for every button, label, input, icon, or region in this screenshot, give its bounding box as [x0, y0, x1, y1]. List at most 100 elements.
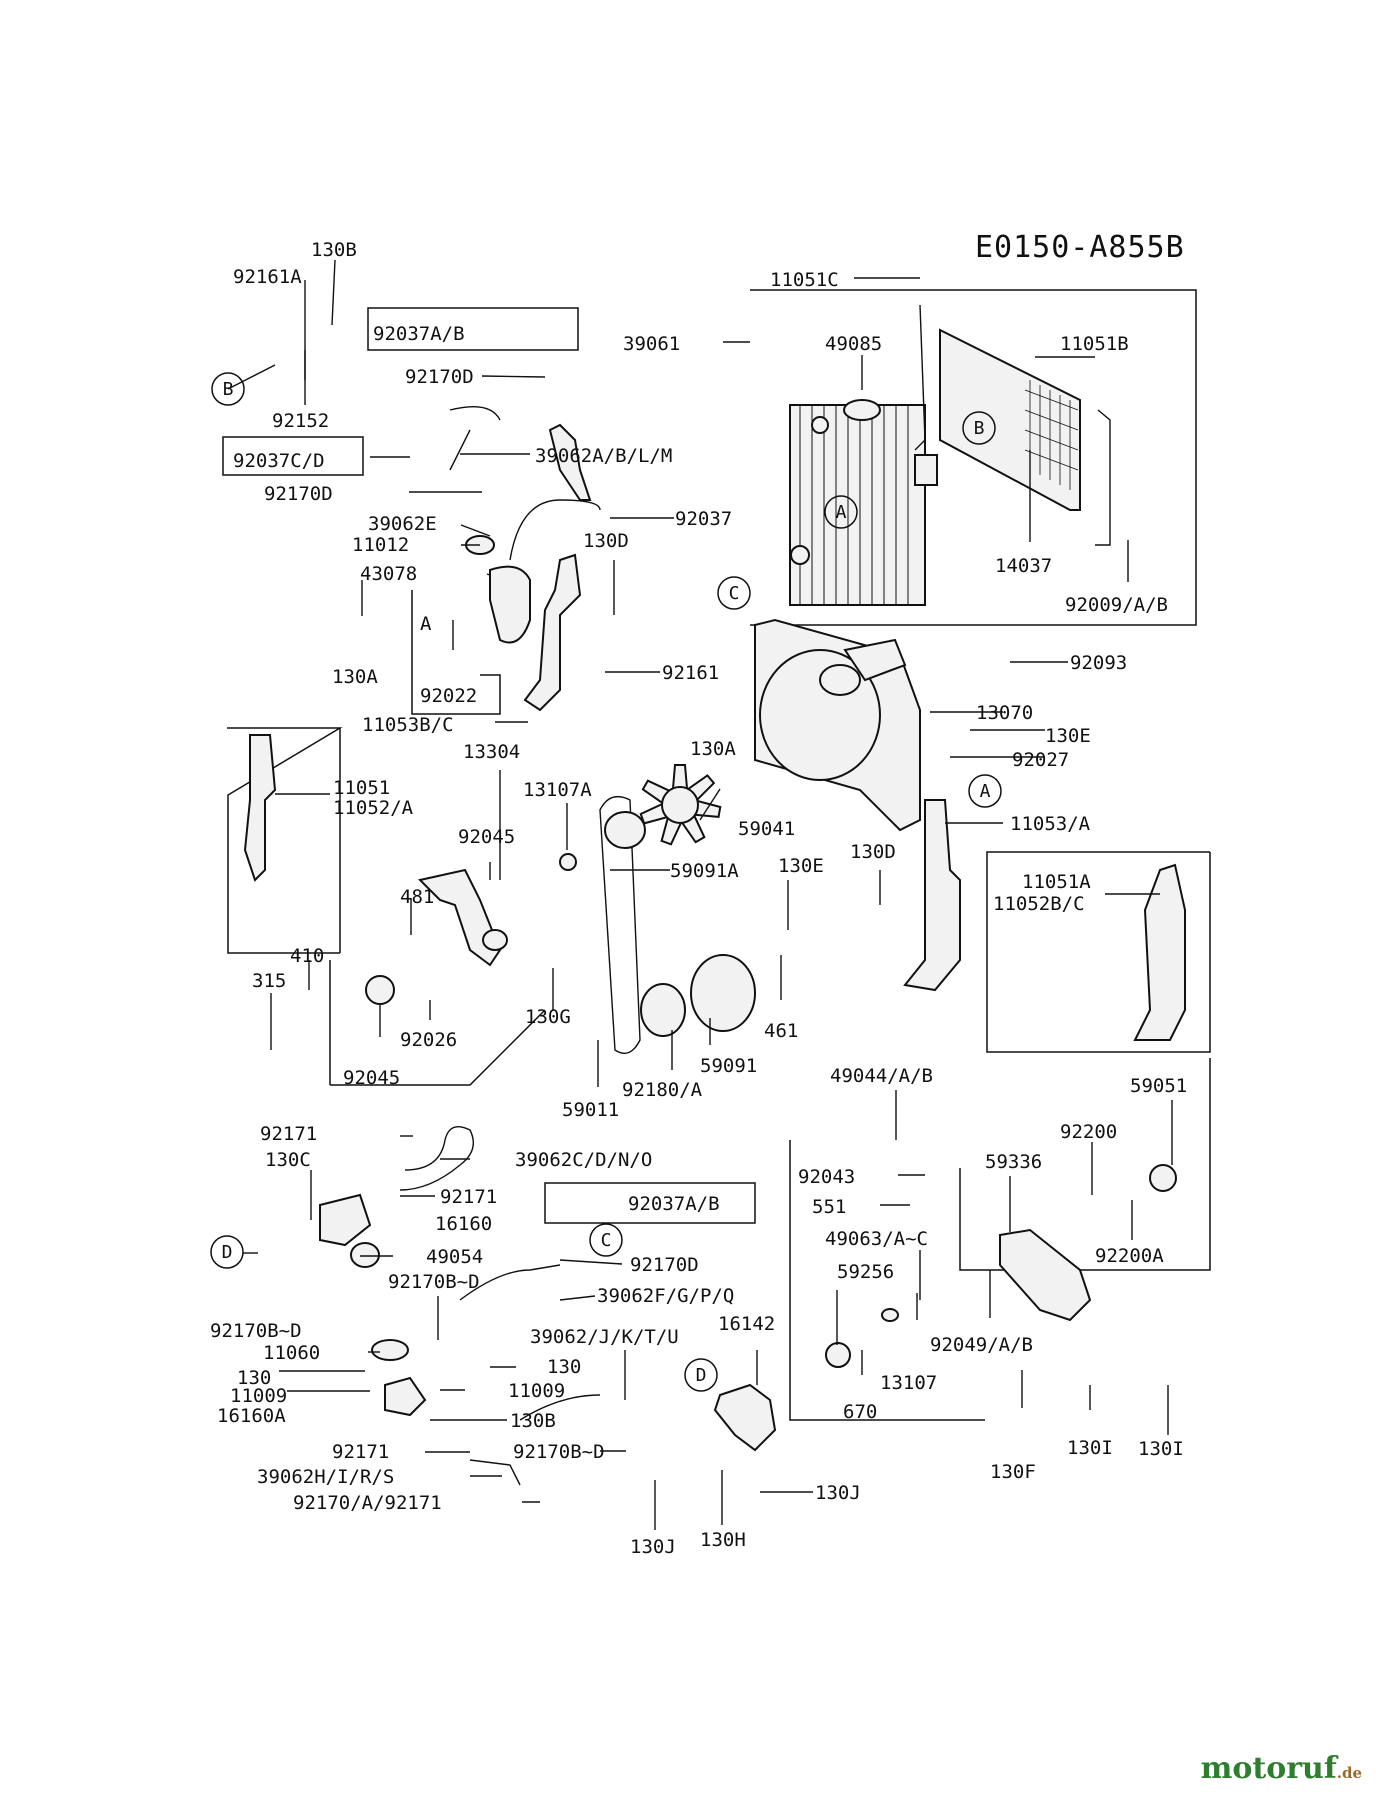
svg-text:C: C [601, 1230, 612, 1251]
callout-circles: B B A C A D C D [210, 372, 1002, 1392]
callout-D-pump: D [684, 1358, 718, 1392]
label-130J-b: 130J [815, 1482, 861, 1504]
label-92026: 92026 [400, 1029, 457, 1051]
label-11053A: 11053/A [1010, 813, 1091, 835]
label-92022: 92022 [420, 685, 477, 707]
label-59011: 59011 [562, 1099, 619, 1121]
label-59256: 59256 [837, 1261, 894, 1283]
label-49063AC: 49063/A~C [825, 1228, 928, 1250]
svg-text:D: D [222, 1242, 233, 1263]
label-11051C: 11051C [770, 269, 839, 291]
label-A-plain: A [420, 613, 432, 635]
label-130: 130 [237, 1367, 271, 1389]
svg-text:A: A [980, 781, 991, 802]
label-130I-b: 130I [1138, 1438, 1184, 1460]
label-92043: 92043 [798, 1166, 855, 1188]
label-92037AB-b: 92037A/B [628, 1193, 720, 1215]
label-59091: 59091 [700, 1055, 757, 1077]
label-59336: 59336 [985, 1151, 1042, 1173]
label-39062E: 39062E [368, 513, 437, 535]
label-39062HIRS: 39062H/I/R/S [257, 1466, 394, 1488]
label-39062JKTU: 39062/J/K/T/U [530, 1326, 679, 1348]
label-461: 461 [764, 1020, 798, 1042]
label-92093: 92093 [1070, 652, 1127, 674]
label-92027: 92027 [1012, 749, 1069, 771]
water-pump-illustration [713, 1164, 1177, 1452]
label-92170D-b: 92170D [264, 483, 333, 505]
leader-lines [227, 259, 1173, 1530]
label-49085: 49085 [825, 333, 882, 355]
callout-D-left: D [210, 1235, 244, 1269]
label-130-b: 130 [547, 1356, 581, 1378]
label-13070: 13070 [976, 702, 1033, 724]
label-130A-mid: 130A [690, 738, 736, 760]
label-130F: 130F [990, 1461, 1036, 1483]
label-16160: 16160 [435, 1213, 492, 1235]
label-92009AB: 92009/A/B [1065, 594, 1168, 616]
label-59091A: 59091A [670, 860, 739, 882]
label-11053BC: 11053B/C [362, 714, 454, 736]
label-92161A: 92161A [233, 266, 302, 288]
label-14037: 14037 [995, 555, 1052, 577]
callout-C-hose: C [589, 1223, 623, 1257]
label-11060: 11060 [263, 1342, 320, 1364]
label-92180A: 92180/A [622, 1079, 703, 1101]
label-130G: 130G [525, 1006, 571, 1028]
callout-B-left: B [211, 372, 245, 406]
label-92171-c: 92171 [332, 1441, 389, 1463]
svg-text:C: C [729, 583, 740, 604]
label-13304: 13304 [463, 741, 520, 763]
label-11052BC: 11052B/C [993, 893, 1085, 915]
label-551: 551 [812, 1196, 846, 1218]
label-315: 315 [252, 970, 286, 992]
radiator-illustration [789, 399, 938, 606]
label-92037: 92037 [675, 508, 732, 530]
label-130B-bot: 130B [510, 1410, 556, 1432]
label-92170A92171: 92170/A/92171 [293, 1492, 442, 1514]
label-11051B: 11051B [1060, 333, 1129, 355]
group-frames [222, 289, 1211, 1421]
label-130E-mid: 130E [778, 855, 824, 877]
label-11051: 11051 [333, 777, 390, 799]
label-130A-left: 130A [332, 666, 378, 688]
label-43078: 43078 [360, 563, 417, 585]
screen-illustration [914, 304, 1111, 546]
label-481: 481 [400, 886, 434, 908]
label-670: 670 [843, 1401, 877, 1423]
label-130C: 130C [265, 1149, 311, 1171]
label-92170D-a: 92170D [405, 366, 474, 388]
label-11052A: 11052/A [333, 797, 414, 819]
part-labels: 130B 92161A 92152 92037A/B 92170D 92037C… [210, 239, 1187, 1558]
tension-arm-illustration [365, 853, 577, 1005]
label-92170D-c: 92170D [630, 1254, 699, 1276]
label-59041: 59041 [738, 818, 795, 840]
label-39062CDNO: 39062C/D/N/O [515, 1149, 652, 1171]
label-92049AB: 92049/A/B [930, 1334, 1033, 1356]
fan-and-belt-illustration [599, 764, 756, 1054]
label-92170BD-c: 92170B~D [513, 1441, 605, 1463]
label-39062FGPQ: 39062F/G/P/Q [597, 1285, 734, 1307]
svg-text:A: A [836, 502, 847, 523]
label-92171-a: 92171 [260, 1123, 317, 1145]
callout-A-frame: A [968, 774, 1002, 808]
label-16142: 16142 [718, 1313, 775, 1335]
label-130I-a: 130I [1067, 1437, 1113, 1459]
callout-C-radiator: C [717, 576, 751, 610]
label-39062ABLM: 39062A/B/L/M [535, 445, 672, 467]
bracket-and-tank-illustration [243, 423, 1186, 1041]
callout-A-radiator: A [824, 495, 858, 529]
label-11009-a: 11009 [230, 1385, 287, 1407]
label-49044AB: 49044/A/B [830, 1065, 933, 1087]
svg-text:B: B [223, 379, 234, 400]
label-92037CD: 92037C/D [233, 450, 325, 472]
fan-shroud-illustration [754, 618, 921, 832]
label-92170BD-b: 92170B~D [210, 1320, 302, 1342]
watermark-logo: motoruf.de [1200, 1751, 1362, 1786]
thermostat-housing-illustration [319, 406, 601, 1486]
label-11009-b: 11009 [508, 1380, 565, 1402]
label-130H: 130H [700, 1529, 746, 1551]
label-130D-top: 130D [583, 530, 629, 552]
label-92045-b: 92045 [343, 1067, 400, 1089]
diagram-code: E0150-A855B [975, 230, 1185, 265]
label-59051: 59051 [1130, 1075, 1187, 1097]
